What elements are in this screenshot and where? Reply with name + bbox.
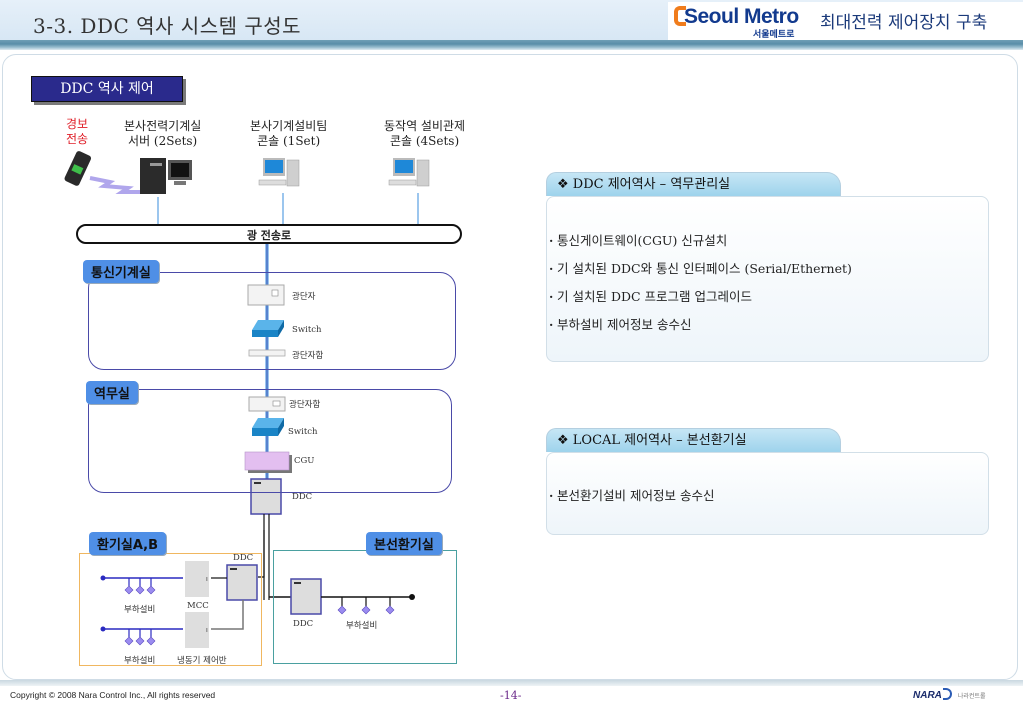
- device-label: 광단자: [292, 292, 316, 302]
- load-label: 부하설비: [346, 621, 378, 631]
- header-band: [0, 40, 1023, 50]
- alarm-label: 경보 전송: [66, 117, 89, 146]
- list-item: 통신게이트웨이(CGU) 신규설치: [547, 227, 988, 255]
- page-title: 3-3. DDC 역사 시스템 구성도: [33, 14, 302, 38]
- load-equipment-node: [146, 585, 156, 595]
- bus-label: 광 전송로: [246, 229, 292, 242]
- nara-arc-icon: [942, 688, 952, 700]
- node-label-hq-console: 본사기계설비팀 콘솔 (1Set): [250, 119, 328, 148]
- load-label: 부하설비: [124, 605, 156, 615]
- panel-body-ddc: 통신게이트웨이(CGU) 신규설치 기 설치된 DDC와 통신 인터페이스 (S…: [546, 196, 989, 362]
- slide-header: 3-3. DDC 역사 시스템 구성도 Seoul Metro 서울메트로 최대…: [0, 0, 1023, 44]
- desktop-computer-icon: [388, 158, 430, 187]
- load-equipment-node: [124, 585, 134, 595]
- chiller-panel-icon: [185, 612, 209, 648]
- section-tag: DDC 역사 제어: [31, 76, 183, 102]
- feature-list: 통신게이트웨이(CGU) 신규설치 기 설치된 DDC와 통신 인터페이스 (S…: [547, 227, 988, 339]
- load-equipment-node: [361, 605, 371, 615]
- load-equipment-node: [135, 585, 145, 595]
- ventilation-ab-zone: [79, 553, 262, 666]
- logo-bracket-icon: [674, 6, 686, 26]
- list-item: 본선환기설비 제어정보 송수신: [547, 482, 988, 510]
- node-label-server: 본사전력기계실 서버 (2Sets): [124, 119, 202, 148]
- panel-title-local: ❖ LOCAL 제어역사 – 본선환기실: [546, 428, 841, 452]
- load-equipment-node: [337, 605, 347, 615]
- mcc-panel-icon: [185, 561, 209, 597]
- device-label: 광단자함: [292, 351, 324, 361]
- project-title: 최대전력 제어장치 구축: [820, 13, 988, 33]
- ddc-controller-icon: [290, 578, 322, 615]
- list-item: 기 설치된 DDC 프로그램 업그레이드: [547, 283, 988, 311]
- list-item: 기 설치된 DDC와 통신 인터페이스 (Serial/Ethernet): [547, 255, 988, 283]
- fiber-optic-bus: 광 전송로: [76, 224, 462, 244]
- mainline-ventilation-zone: [273, 550, 457, 664]
- device-label: CGU: [294, 456, 315, 466]
- cgu-device-icon: [244, 451, 292, 473]
- ddc-controller-icon: [226, 564, 258, 601]
- optical-terminal-box-icon: [248, 396, 286, 412]
- list-item: 부하설비 제어정보 송수신: [547, 311, 988, 339]
- panel-body-local: 본선환기설비 제어정보 송수신: [546, 452, 989, 535]
- logo-subtitle: 서울메트로: [753, 30, 795, 40]
- chiller-panel-label: 냉동기 제어반: [177, 656, 227, 666]
- ddc-controller-icon: [250, 478, 282, 515]
- load-equipment-node: [385, 605, 395, 615]
- switch-icon: [252, 418, 284, 436]
- device-label: Switch: [292, 325, 322, 335]
- mainline-ventilation-tag: 본선환기실: [366, 532, 442, 555]
- feature-list: 본선환기설비 제어정보 송수신: [547, 482, 988, 510]
- content-frame: [2, 54, 1018, 680]
- seoul-metro-logo-area: Seoul Metro 서울메트로 최대전력 제어장치 구축: [668, 2, 1023, 40]
- footer-band: [0, 680, 1023, 686]
- comm-room-box: [88, 272, 456, 370]
- load-equipment-node: [135, 636, 145, 646]
- optical-terminal-box-icon: [248, 349, 286, 357]
- load-equipment-node: [124, 636, 134, 646]
- load-equipment-node: [146, 636, 156, 646]
- station-office-box: [88, 389, 452, 493]
- station-office-tag: 역무실: [86, 381, 138, 404]
- server-icon: [140, 158, 192, 194]
- optical-terminal-icon: [247, 284, 285, 306]
- seoul-metro-logo: Seoul Metro: [674, 5, 799, 29]
- copyright-text: Copyright © 2008 Nara Control Inc., All …: [10, 690, 216, 700]
- wireless-signal-icon: [89, 176, 150, 194]
- mobile-phone-icon: [64, 151, 92, 186]
- ddc-label: DDC: [293, 619, 314, 629]
- device-label: DDC: [292, 492, 313, 502]
- page-number: -14-: [500, 689, 522, 702]
- device-label: 광단자함: [289, 400, 321, 410]
- comm-room-tag: 통신기계실: [83, 260, 159, 283]
- desktop-computer-icon: [258, 158, 300, 187]
- mcc-label: MCC: [187, 601, 209, 611]
- node-label-station-console: 동작역 설비관제 콘솔 (4Sets): [384, 119, 466, 148]
- ddc-label: DDC: [233, 553, 254, 563]
- panel-title-ddc: ❖ DDC 제어역사 – 역무관리실: [546, 172, 841, 196]
- device-label: Switch: [288, 427, 318, 437]
- ventilation-ab-tag: 환기실A,B: [89, 532, 167, 555]
- switch-icon: [252, 320, 284, 337]
- load-label: 부하설비: [124, 656, 156, 666]
